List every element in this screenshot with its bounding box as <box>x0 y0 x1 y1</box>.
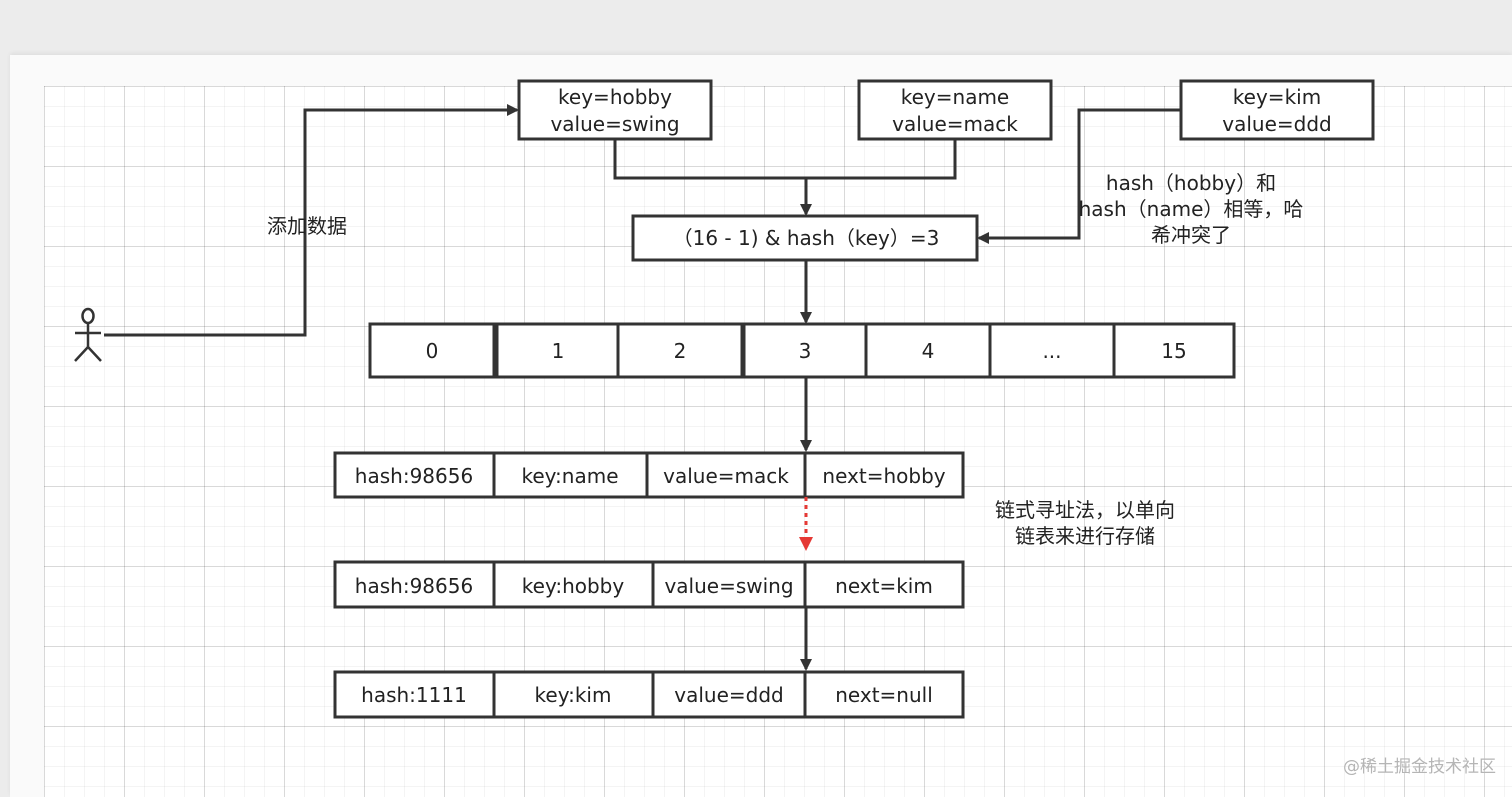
node-kim: hash:1111 key:kim value=ddd next=null <box>333 670 965 719</box>
hash-formula: （16 - 1) & hash（key）=3 <box>673 226 940 250</box>
hash-formula-box: （16 - 1) & hash（key）=3 <box>631 214 979 262</box>
bucket-3: 3 <box>742 322 868 379</box>
collision-note-line-3: 希冲突了 <box>1151 223 1231 247</box>
entries-merge-connector <box>613 139 957 180</box>
entry-name-value: value=mack <box>892 112 1018 136</box>
bucket-15-label: 15 <box>1161 339 1186 363</box>
bucket-4-label: 4 <box>922 339 935 363</box>
node-hobby-next: next=kim <box>835 574 933 598</box>
watermark: @稀土掘金技术社区 <box>1343 757 1496 777</box>
bucket-ellipsis: ... <box>988 322 1116 379</box>
bucket-1: 1 <box>495 322 620 379</box>
node-hobby-hash: hash:98656 <box>355 574 473 598</box>
chain-note-line-1: 链式寻址法，以单向 <box>995 498 1175 522</box>
node-kim-value: value=ddd <box>674 683 783 707</box>
entry-name-key: key=name <box>901 85 1010 109</box>
collision-note: hash（hobby）和 hash（name）相等，哈 希冲突了 <box>1079 171 1304 247</box>
collision-note-line-1: hash（hobby）和 <box>1106 171 1276 195</box>
node-kim-key: key:kim <box>535 683 612 707</box>
entry-name: key=name value=mack <box>857 79 1053 141</box>
node-name: hash:98656 key:name value=mack next=hobb… <box>333 451 965 499</box>
node-kim-hash: hash:1111 <box>361 683 467 707</box>
bucket-2-label: 2 <box>674 339 687 363</box>
grid-canvas <box>44 86 1512 797</box>
bucket-ellipsis-label: ... <box>1042 339 1061 363</box>
chain-note-line-2: 链表来进行存储 <box>1015 524 1155 548</box>
bucket-0-label: 0 <box>426 339 439 363</box>
add-data-arrow <box>104 104 519 337</box>
collision-note-line-2: hash（name）相等，哈 <box>1079 197 1304 221</box>
kim-to-hash-arrow <box>977 108 1181 244</box>
entry-kim: key=kim value=ddd <box>1179 79 1375 141</box>
entry-hobby-value: value=swing <box>550 112 679 136</box>
node-name-key: key:name <box>521 464 618 488</box>
bucket-0: 0 <box>368 322 496 379</box>
bucket-2: 2 <box>616 322 744 379</box>
bucket-3-label: 3 <box>799 339 812 363</box>
add-data-label: 添加数据 <box>267 214 347 238</box>
node-hobby: hash:98656 key:hobby value=swing next=ki… <box>333 560 965 609</box>
bucket-1-label: 1 <box>552 339 565 363</box>
bucket-4: 4 <box>864 322 992 379</box>
node-hobby-value: value=swing <box>664 574 793 598</box>
node-name-hash: hash:98656 <box>355 464 473 488</box>
user-actor-icon <box>74 307 102 362</box>
node-name-next: next=hobby <box>822 464 945 488</box>
bucket-15: 15 <box>1112 322 1236 379</box>
chain-note: 链式寻址法，以单向 链表来进行存储 <box>995 498 1175 548</box>
entry-kim-value: value=ddd <box>1222 112 1331 136</box>
node-hobby-key: key:hobby <box>522 574 625 598</box>
bucket-array: 0 1 2 3 4 ... 15 <box>368 322 1236 379</box>
node-name-value: value=mack <box>663 464 789 488</box>
entry-kim-key: key=kim <box>1233 85 1321 109</box>
entry-hobby: key=hobby value=swing <box>517 79 713 141</box>
entry-hobby-key: key=hobby <box>558 85 672 109</box>
node-kim-next: next=null <box>835 683 933 707</box>
